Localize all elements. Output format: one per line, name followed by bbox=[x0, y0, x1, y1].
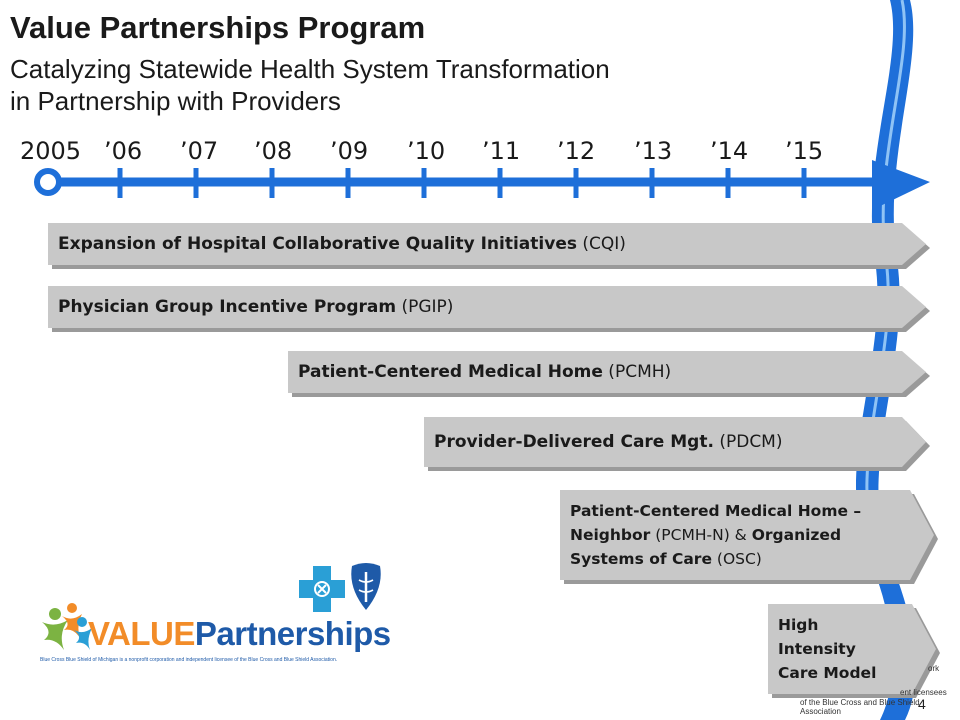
program-label-pcmh: Patient-Centered Medical Home (PCMH) bbox=[298, 362, 672, 382]
program-bar-pcmh: Patient-Centered Medical Home (PCMH) bbox=[288, 351, 926, 393]
logo-partnerships-word: Partnerships bbox=[194, 615, 391, 652]
program-bar-cqi: Expansion of Hospital Collaborative Qual… bbox=[48, 223, 926, 265]
logo-value-word: VALUE bbox=[88, 615, 195, 652]
blue-cross-icon bbox=[299, 566, 345, 612]
logo-legal-text: Blue Cross Blue Shield of Michigan is a … bbox=[40, 657, 338, 663]
tick-label-08: ’08 bbox=[254, 137, 293, 165]
tick-label-11: ’11 bbox=[482, 137, 521, 165]
timeline-start-marker bbox=[34, 168, 62, 196]
program-label-cqi: Expansion of Hospital Collaborative Qual… bbox=[58, 234, 626, 254]
background-fragment-2: ent licensees bbox=[900, 688, 947, 697]
page-title: Value Partnerships Program bbox=[10, 10, 426, 45]
tick-label-14: ’14 bbox=[710, 137, 749, 165]
tick-label-09: ’09 bbox=[330, 137, 369, 165]
page-subtitle: Catalyzing Statewide Health System Trans… bbox=[10, 53, 790, 117]
program-bar-pgip: Physician Group Incentive Program (PGIP) bbox=[48, 286, 926, 328]
tick-label-12: ’12 bbox=[557, 137, 596, 165]
page-number: 4 bbox=[918, 696, 926, 712]
program-bar-pcmh-n-osc: Patient-Centered Medical Home – Neighbor… bbox=[560, 490, 934, 580]
subtitle-line-1: Catalyzing Statewide Health System Trans… bbox=[10, 54, 610, 84]
tick-label-13: ’13 bbox=[634, 137, 673, 165]
subtitle-line-2: in Partnership with Providers bbox=[10, 86, 341, 116]
blue-shield-icon bbox=[351, 563, 381, 610]
timeline-arrowhead bbox=[872, 160, 930, 210]
timeline-tick-marks bbox=[117, 168, 807, 198]
program-label-pdcm: Provider-Delivered Care Mgt. (PDCM) bbox=[434, 432, 783, 452]
program-bar-pdcm: Provider-Delivered Care Mgt. (PDCM) bbox=[424, 417, 926, 467]
background-fragment-3: of the Blue Cross and Blue Shield Associ… bbox=[800, 698, 920, 716]
tick-label-10: ’10 bbox=[407, 137, 446, 165]
tick-label-06: ’06 bbox=[104, 137, 143, 165]
tick-label-2005: 2005 bbox=[20, 137, 82, 165]
program-label-pcmh-n-osc: Patient-Centered Medical Home – Neighbor… bbox=[570, 502, 862, 568]
program-label-pgip: Physician Group Incentive Program (PGIP) bbox=[58, 297, 454, 317]
program-label-high-intensity: High Intensity Care Model bbox=[778, 616, 877, 682]
background-fragment-1: ork bbox=[928, 664, 940, 673]
tick-label-15: ’15 bbox=[785, 137, 824, 165]
program-bar-high-intensity: High Intensity Care Model bbox=[768, 604, 936, 694]
tick-label-07: ’07 bbox=[180, 137, 219, 165]
value-partnerships-logo: VALUEPartnerships bbox=[88, 615, 391, 653]
